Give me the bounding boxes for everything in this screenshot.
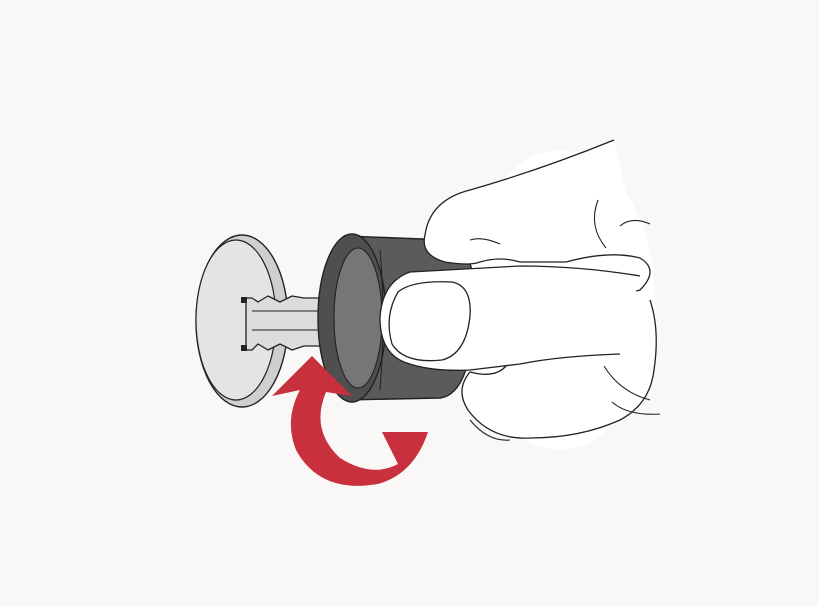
key-blade-icon: [241, 296, 322, 351]
